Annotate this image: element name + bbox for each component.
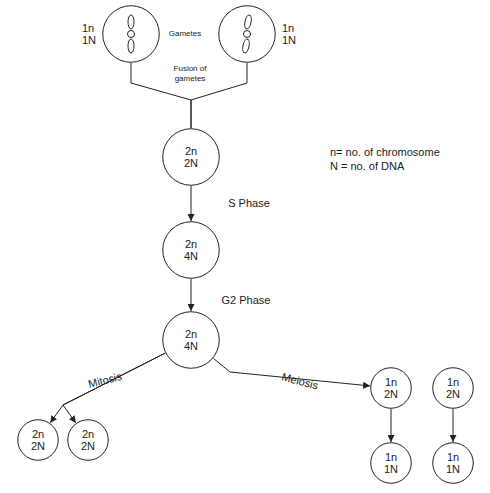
circle-border [433,368,474,409]
circle-border [163,129,220,186]
circle-border [163,222,220,279]
cell-circle: 1n 2N [370,367,412,409]
cell-circle: 2n 4N [162,311,220,369]
ploidy-text: 1n 1N [384,451,398,475]
cell-circle: 1n 1N [370,442,412,484]
ploidy-text: 2n 2N [184,145,198,169]
note-label: Gametes [169,29,201,39]
circle-border [371,368,412,409]
arrow-connector [391,409,392,442]
ploidy-text: 1n 2N [384,376,398,400]
cell-circle: 1n 1N [218,5,276,63]
circle-border [103,6,160,63]
phase-label: Mitosis [87,370,123,390]
arrow-connector [63,353,165,423]
cell-circle: 2n 4N [162,221,220,279]
text-holder: 2n 4N [162,311,220,369]
text-holder: 1n 2N [370,367,412,409]
circle-border [433,443,474,484]
circle-border [371,443,412,484]
phase-label: S Phase [228,197,270,209]
text-holder: 2n 2N [17,419,59,461]
text-holder: 1n 1N [82,22,96,46]
ploidy-text: 2n 2N [31,428,45,452]
ploidy-text: 1n 1N [82,22,96,46]
circle-border [18,420,59,461]
ploidy-text: 1n 1N [282,22,296,46]
cell-circle: 2n 2N [162,128,220,186]
arrow-connector [191,186,192,221]
arrow-connector [453,409,454,442]
cell-circle: 2n 2N [17,419,59,461]
phase-label: Meiosis [280,370,319,391]
text-holder: 1n 1N [282,22,296,46]
ploidy-text: 1n 1N [446,451,460,475]
text-holder: 2n 2N [67,419,109,461]
cell-circle: 1n 1N [102,5,160,63]
cell-circle: 1n 2N [432,367,474,409]
cell-circle: 2n 2N [67,419,109,461]
circle-border [219,6,276,63]
phase-label: G2 Phase [222,294,271,306]
arrow-connector [191,279,192,311]
text-holder: 1n 1N [370,442,412,484]
circle-border [68,420,109,461]
text-holder: 2n 4N [162,221,220,279]
ploidy-text: 2n 4N [184,238,198,262]
note-label: Fusion of gametes [167,64,213,84]
arrow-connector [50,353,165,423]
note-label: n= no. of chromosome [330,146,440,159]
text-holder: 1n 1N [432,442,474,484]
ploidy-text: 2n 4N [184,328,198,352]
circle-outline [218,5,276,63]
circle-border [163,312,220,369]
text-holder: 2n 2N [162,128,220,186]
ploidy-text: 2n 2N [81,428,95,452]
note-label: N = no. of DNA [330,160,404,173]
circle-outline [102,5,160,63]
cell-circle: 1n 1N [432,442,474,484]
text-holder: 1n 2N [432,367,474,409]
ploidy-text: 1n 2N [446,376,460,400]
